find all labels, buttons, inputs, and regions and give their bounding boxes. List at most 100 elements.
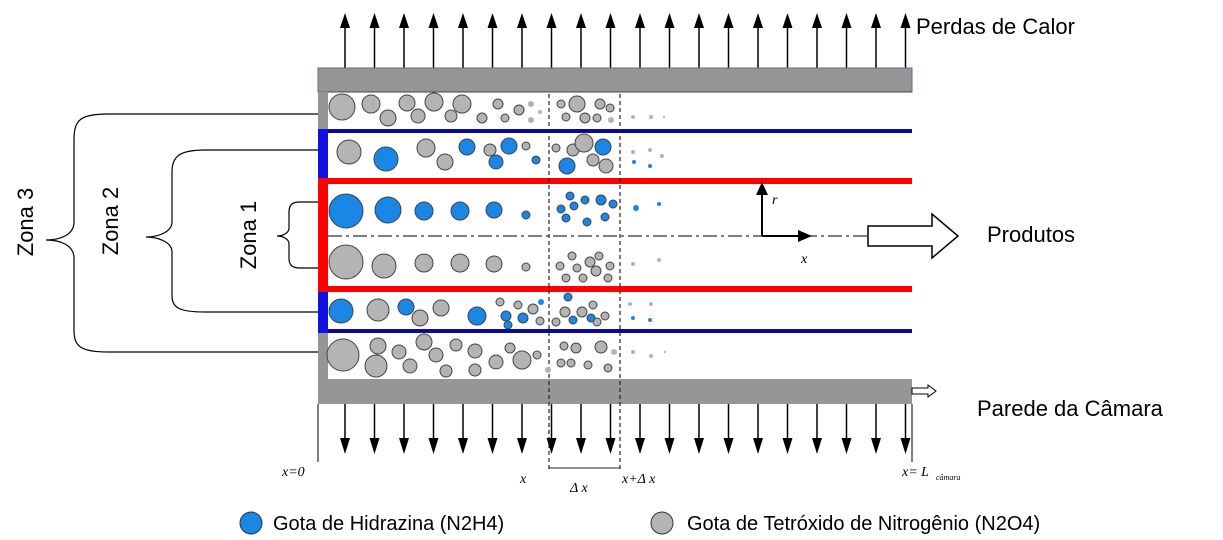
hydrazine-droplet <box>595 194 607 206</box>
nto-droplet <box>588 300 598 310</box>
nto-droplet <box>594 251 604 261</box>
heat-loss-arrow-down <box>812 404 822 454</box>
nto-droplet <box>556 358 566 368</box>
heat-loss-arrow-down <box>635 404 645 454</box>
hydrazine-droplet <box>631 316 635 320</box>
nto-droplet <box>561 273 571 283</box>
heat-loss-arrow-down <box>900 404 911 454</box>
products-label: Produtos <box>987 222 1075 247</box>
hydrazine-droplet <box>328 298 354 324</box>
nto-droplet <box>521 262 531 272</box>
nto-droplet <box>361 94 381 114</box>
nto-droplet <box>649 115 653 119</box>
nto-droplet <box>566 358 576 368</box>
nto-droplet <box>551 143 561 153</box>
nto-droplet <box>410 108 426 124</box>
hydrazine-droplet <box>521 210 531 220</box>
nto-droplet <box>584 256 596 268</box>
nto-droplet <box>567 251 577 261</box>
nto-droplet <box>545 367 551 373</box>
hydrazine-droplet <box>569 201 579 211</box>
heat-loss-arrow-up <box>841 13 852 68</box>
hydrazine-droplet <box>500 137 518 155</box>
hydrazine-droplet <box>500 310 512 322</box>
r-axis-arrowhead <box>756 182 768 195</box>
heat-loss-arrow-up <box>399 13 409 68</box>
nto-droplet <box>436 153 454 171</box>
nto-droplet <box>574 133 594 153</box>
nto-droplet <box>663 350 667 354</box>
products-arrow <box>867 212 960 260</box>
nto-droplet <box>631 115 635 119</box>
nto-droplet <box>649 354 653 358</box>
nto-droplet <box>432 299 450 317</box>
heat-loss-arrow-up <box>753 13 763 68</box>
hydrazine-droplet <box>374 196 402 224</box>
zone2-injector-top <box>318 129 328 181</box>
nto-droplet <box>512 350 532 370</box>
nto-droplet <box>495 297 505 307</box>
hydrazine-droplet <box>568 315 578 325</box>
nto-droplet <box>594 98 606 110</box>
droplets <box>326 92 667 378</box>
heat-loss-arrow-up <box>900 13 911 68</box>
nto-droplet <box>379 109 397 127</box>
hydrazine-droplet <box>561 213 571 223</box>
heat-loss-arrow-up <box>635 13 645 68</box>
heat-loss-arrow-up <box>517 13 527 68</box>
heat-loss-arrow-up <box>340 13 350 68</box>
hydrazine-droplet <box>531 155 541 165</box>
heat-loss-arrow-up <box>369 13 380 68</box>
chamber-wall-label: Parede da Câmara <box>977 396 1164 421</box>
wall-pointer-arrow <box>911 384 937 398</box>
nto-droplet <box>561 112 571 122</box>
nto-droplet <box>500 113 510 123</box>
nto-droplet <box>605 103 615 113</box>
heat-loss-arrow-down <box>340 404 350 454</box>
heat-loss-arrow-up <box>812 13 822 68</box>
nto-droplet <box>535 316 545 326</box>
nto-droplet <box>439 364 453 378</box>
nto-droplet <box>532 350 542 360</box>
heat-loss-arrow-up <box>871 13 881 68</box>
heat-loss-arrow-down <box>723 404 734 454</box>
legend-hydrazine-label: Gota de Hidrazina (N2H4) <box>273 513 504 535</box>
nto-droplet <box>398 94 416 112</box>
nto-droplet <box>527 303 539 315</box>
zone3-brace <box>45 113 318 353</box>
nto-droplet <box>598 158 614 174</box>
nto-droplet <box>336 139 362 165</box>
nto-droplet <box>594 340 608 354</box>
legend-hydrazine-swatch <box>239 511 263 535</box>
heat-loss-arrow-down <box>546 404 557 454</box>
hydrazine-droplet <box>563 292 573 302</box>
chamber-wall-bottom <box>318 379 912 404</box>
zone2-brace <box>145 149 318 313</box>
x-zero-label: x=0 <box>281 465 305 480</box>
nto-droplet <box>579 112 591 124</box>
nto-droplet <box>578 273 588 283</box>
nto-droplet <box>369 337 387 355</box>
nto-droplet <box>631 350 635 354</box>
nto-droplet <box>485 255 503 273</box>
heat-loss-arrows-top <box>340 13 911 68</box>
x-end-label: x= L <box>901 465 929 480</box>
nto-droplet <box>326 338 360 372</box>
hydrazine-droplet <box>632 160 636 164</box>
hydrazine-droplet <box>328 193 364 229</box>
nto-droplet <box>649 302 653 306</box>
heat-loss-arrow-up <box>428 13 439 68</box>
nto-droplet <box>657 258 661 262</box>
nto-droplet <box>492 98 504 110</box>
nto-droplet <box>424 92 444 112</box>
nto-droplet <box>559 306 571 318</box>
hydrazine-droplet <box>517 312 529 324</box>
nto-droplet <box>449 338 463 352</box>
legend-nto-label: Gota de Tetróxido de Nitrogênio (N2O4) <box>687 513 1040 535</box>
heat-loss-arrow-down <box>458 404 468 454</box>
heat-loss-arrow-up <box>546 13 557 68</box>
nto-droplet <box>528 117 534 123</box>
nto-droplet <box>551 317 561 327</box>
heat-loss-arrow-down <box>694 404 704 454</box>
